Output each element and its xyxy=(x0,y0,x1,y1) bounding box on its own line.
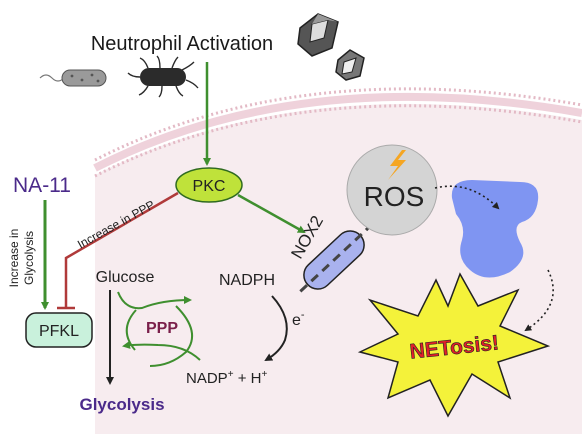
nadph-label: NADPH xyxy=(219,272,275,289)
ppp-label: PPP xyxy=(146,320,178,337)
arrow-protein-to-netosis xyxy=(524,269,554,332)
increase-in-glycolysis-label-line1: Increase in xyxy=(7,229,21,288)
protein-blob xyxy=(451,180,539,278)
crystal-icon xyxy=(335,49,365,81)
ros-label: ROS xyxy=(364,181,425,212)
glycolysis-label: Glycolysis xyxy=(79,395,164,414)
cell-membrane-inner xyxy=(94,104,582,178)
arrow-nadph-to-nadp xyxy=(264,295,288,361)
pfkl-label: PFKL xyxy=(39,323,79,340)
increase-in-glycolysis-label-line2: Glycolysis xyxy=(22,231,36,285)
arrow-pkc-to-nox2 xyxy=(237,193,306,234)
cell-membrane-core xyxy=(93,92,582,172)
lightning-icon xyxy=(388,150,406,180)
ros-node: ROS xyxy=(346,144,438,236)
bacterium-icon xyxy=(39,69,107,87)
pkc-label: PKC xyxy=(193,178,226,195)
pfkl-node: PFKL xyxy=(25,312,93,348)
na11-label: NA-11 xyxy=(13,174,71,197)
cell-membrane-outer xyxy=(94,87,582,162)
electron-label: e- xyxy=(292,309,305,329)
pkc-node: PKC xyxy=(175,167,243,203)
ppp-cycle-top xyxy=(117,291,192,310)
title: Neutrophil Activation xyxy=(91,33,273,55)
ppp-cycle-right xyxy=(149,305,194,367)
ppp-cycle-left xyxy=(125,309,137,351)
bacterium-icon xyxy=(127,55,199,98)
glucose-label: Glucose xyxy=(96,269,155,286)
inhibition-pkc-to-pfkl xyxy=(64,191,179,308)
nox2-node xyxy=(299,227,369,293)
crystal-icon xyxy=(297,13,339,57)
netosis-node: NETosis! xyxy=(357,272,551,418)
arrow-ros-to-protein xyxy=(434,185,500,210)
nadp-h-label: NADP+ + H+ xyxy=(186,369,267,387)
